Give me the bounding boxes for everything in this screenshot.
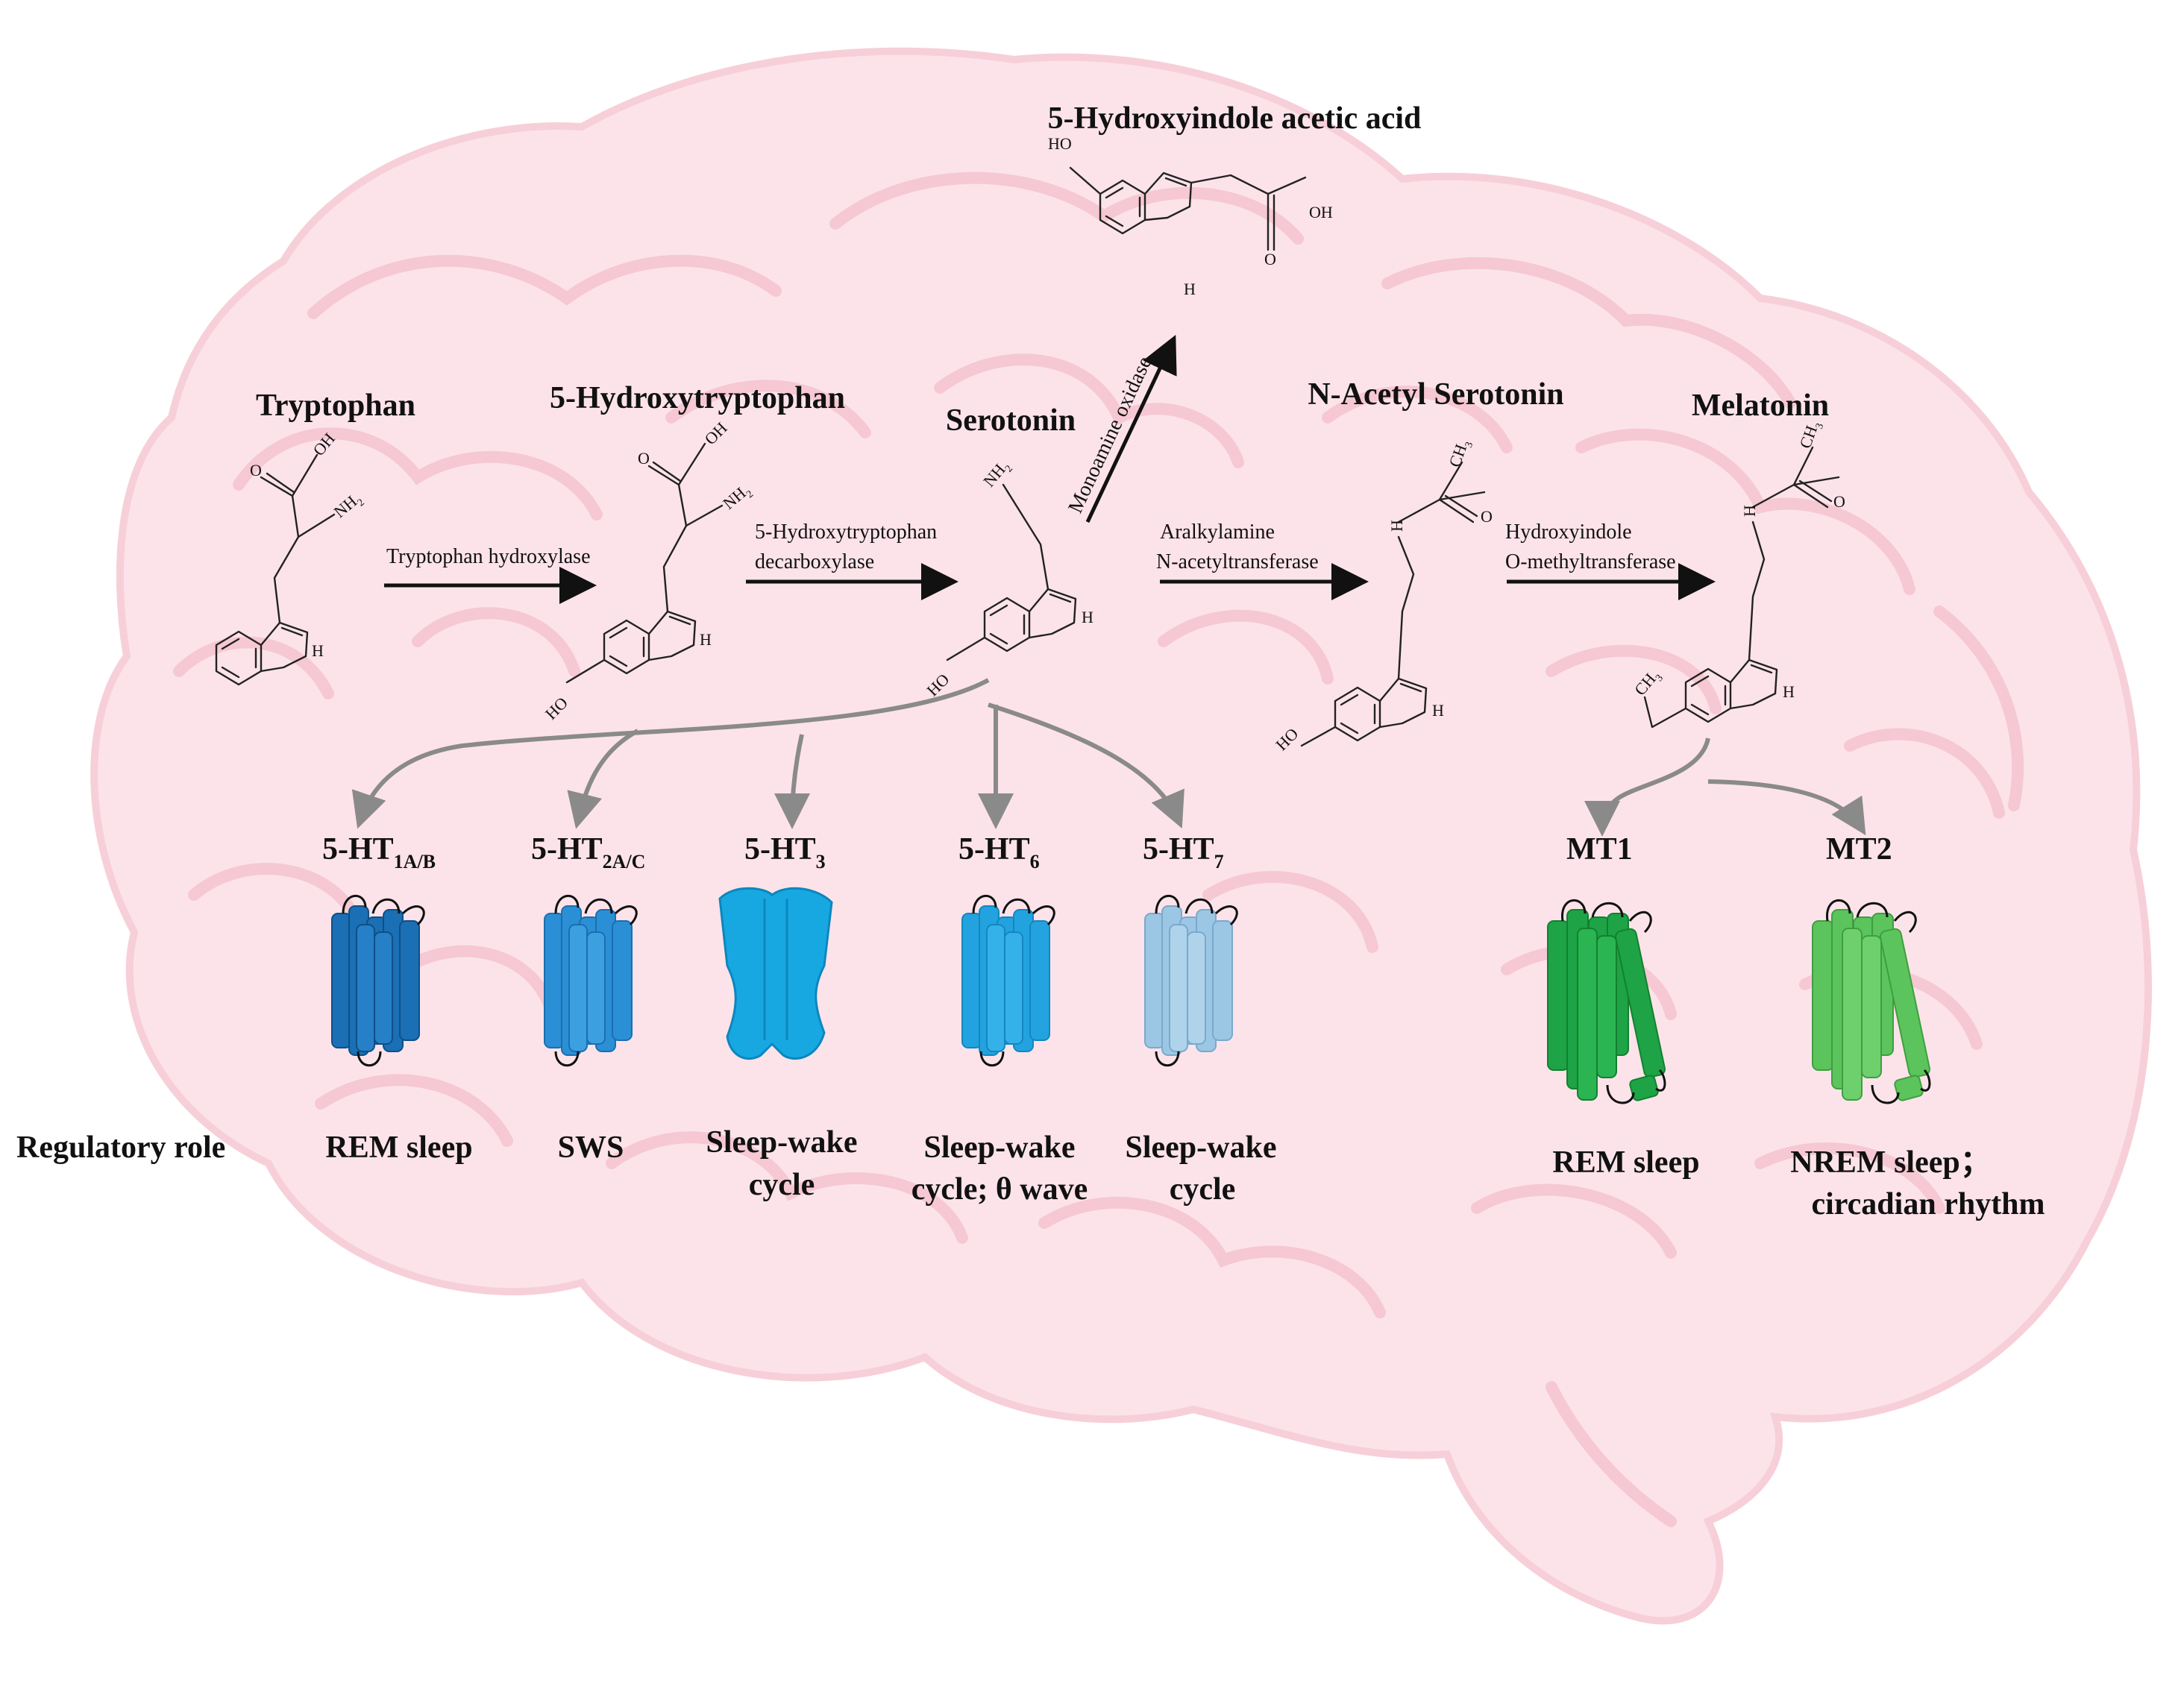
atom-h: H [312,641,324,660]
enzyme-aanat-line1: Aralkylamine [1160,521,1275,544]
atom-o: O [250,461,262,479]
enzyme-aanat-line2: N-acetyltransferase [1156,550,1319,573]
atom-ho: HO [1048,134,1072,153]
receptor-label-5ht2ac: 5-HT2A/C [531,832,645,872]
atom-n: H [1387,520,1406,532]
atom-h: H [1432,701,1444,720]
receptor-5ht2ac-icon [544,895,638,1067]
connector-5ht7 [988,702,1184,829]
enzyme-hiomt-line2: O-methyltransferase [1505,550,1676,573]
receptor-label-mt1: MT1 [1566,832,1633,867]
arrow-mao [1085,334,1177,523]
role-5ht7-line1: Sleep-wake [1126,1130,1277,1165]
atom-o: O [1264,250,1276,268]
brain-background [90,47,2152,1625]
receptor-connectors [351,678,1866,837]
receptor-5ht6-icon [961,895,1055,1067]
reaction-arrows [384,334,1716,604]
enzyme-tryptophan-hydroxylase: Tryptophan hydroxylase [386,545,591,568]
title-melatonin: Melatonin [1692,389,1829,423]
role-5ht7-line2: cycle [1170,1172,1236,1207]
role-5ht3-line2: cycle [749,1168,815,1202]
role-5ht3-line1: Sleep-wake [706,1125,858,1160]
connector-5ht2 [567,729,639,829]
connector-5ht3 [774,734,811,829]
atom-h: H [1783,682,1795,701]
role-5ht6-line2: cycle; θ wave [911,1172,1088,1207]
structure-5-hiaa: HO OH O H [1048,134,1333,298]
connector-mt2 [1707,779,1866,836]
regulatory-role-label: Regulatory role [16,1130,225,1165]
role-5ht1ab: REM sleep [325,1130,472,1165]
receptor-label-5ht6: 5-HT6 [958,832,1040,872]
enzyme-hiomt-line1: Hydroxyindole [1505,521,1632,544]
atom-o: O [638,449,650,468]
atom-h: H [1184,280,1196,298]
title-5-hiaa: 5-Hydroxyindole acetic acid [1048,101,1422,136]
atom-h: H [700,630,712,649]
receptor-label-5ht3: 5-HT3 [744,832,826,872]
enzyme-decarboxylase-line2: decarboxylase [755,550,874,573]
atom-h: H [1082,608,1093,626]
structure-n-acetyl-serotonin: H CH3 O H HO [1272,441,1493,754]
atom-oh: OH [1309,203,1333,221]
role-mt1: REM sleep [1552,1145,1699,1180]
role-5ht2ac: SWS [558,1130,624,1165]
receptor-mt1-icon [1547,899,1666,1104]
enzyme-decarboxylase-line1: 5-Hydroxytryptophan [755,521,937,544]
atom-n: H [1740,505,1759,517]
title-n-acetyl-serotonin: N-Acetyl Serotonin [1308,377,1563,412]
connector-5ht1 [351,678,990,829]
atom-o: O [1481,507,1493,526]
receptor-5ht1ab-icon [331,895,425,1067]
role-labels: REM sleep SWS Sleep-wake cycle Sleep-wak… [325,1125,2045,1221]
role-5ht6-line1: Sleep-wake [924,1130,1076,1165]
title-5-hydroxytryptophan: 5-Hydroxytryptophan [550,381,845,415]
role-mt2-line1: NREM sleep； [1790,1145,1991,1180]
structure-melatonin: H CH3 O H CH3 [1631,422,1845,729]
receptor-mt2-icon [1812,899,1931,1104]
atom-o: O [1833,492,1845,511]
role-mt2-line2: circadian rhythm [1811,1187,2045,1221]
title-tryptophan: Tryptophan [256,389,415,423]
receptor-5ht3-icon [718,887,833,1060]
title-serotonin: Serotonin [946,403,1076,438]
receptor-5ht7-icon [1144,895,1238,1067]
receptor-label-5ht7: 5-HT7 [1143,832,1224,872]
connector-mt1 [1584,738,1710,837]
brain-outline [90,47,2152,1625]
receptor-label-mt2: MT2 [1826,832,1892,867]
receptor-labels: 5-HT1A/B 5-HT2A/C 5-HT3 5-HT6 5-HT7 MT1 … [322,832,1892,872]
receptor-label-5ht1ab: 5-HT1A/B [322,832,436,872]
